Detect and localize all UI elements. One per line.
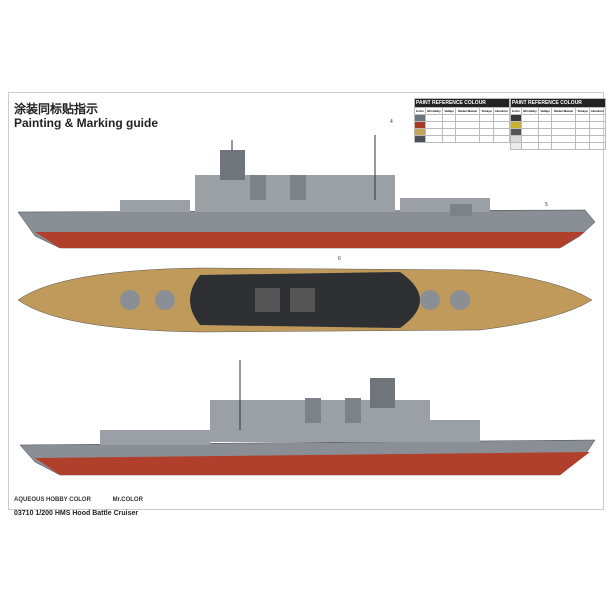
callout-5: 5 bbox=[545, 202, 548, 208]
callout-4: 4 bbox=[390, 119, 393, 125]
callout-6: 6 bbox=[338, 256, 341, 262]
legend: AQUEOUS HOBBY COLOR Mr.COLOR bbox=[14, 497, 163, 503]
title-chinese: 涂装同标贴指示 bbox=[14, 102, 99, 116]
legend-aqueous: AQUEOUS HOBBY COLOR bbox=[14, 497, 91, 503]
ship-side-profile-top bbox=[17, 135, 596, 249]
title-english: Painting & Marking guide bbox=[14, 116, 159, 130]
guide-frame bbox=[8, 92, 604, 510]
caption: 03710 1/200 HMS Hood Battle Cruiser bbox=[14, 510, 139, 517]
ship-side-profile-bottom bbox=[19, 360, 596, 476]
ship-deck-plan bbox=[17, 267, 593, 333]
legend-mr-color: Mr.COLOR bbox=[112, 497, 143, 503]
